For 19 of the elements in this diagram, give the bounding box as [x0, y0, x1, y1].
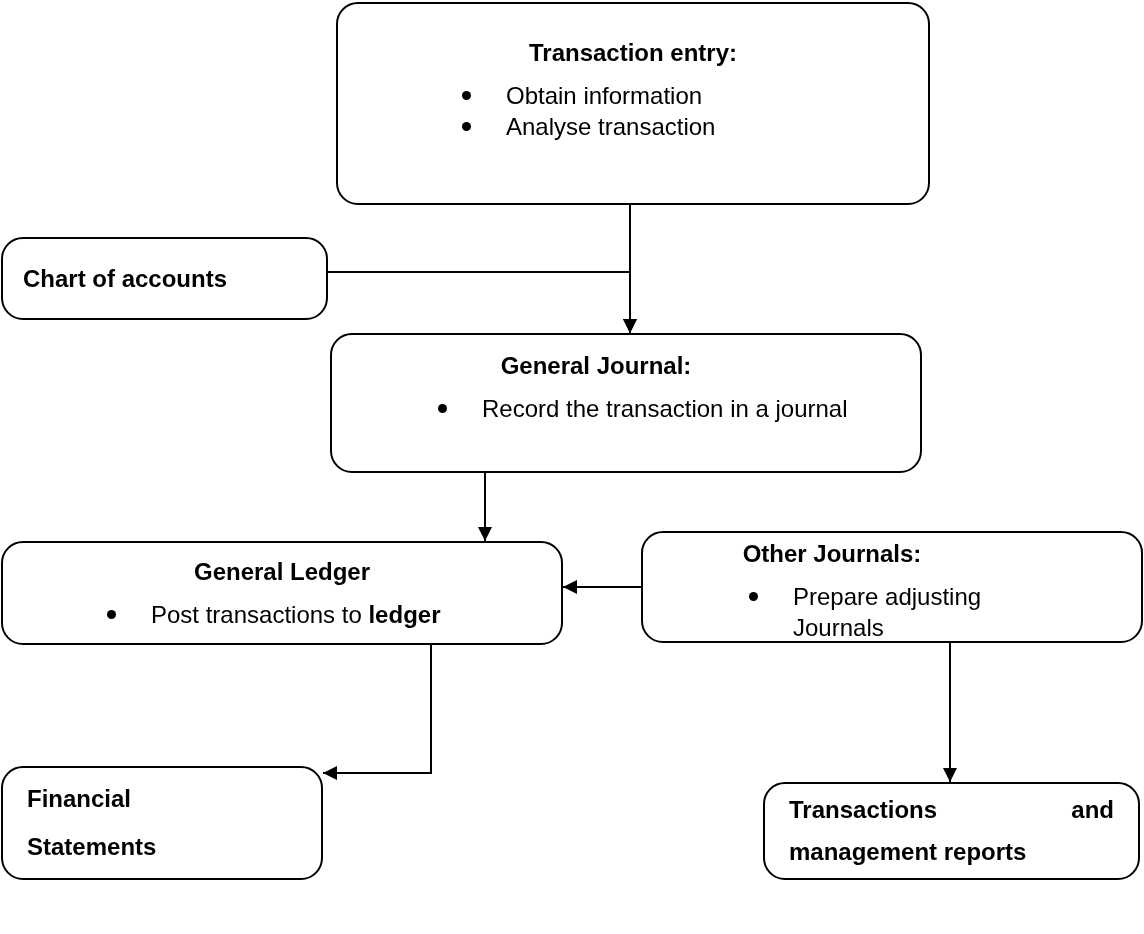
arrow — [943, 642, 957, 783]
process-box — [641, 531, 1143, 643]
box-label: Financial Statements — [27, 784, 158, 862]
box-label: Chart of accounts — [23, 263, 229, 294]
process-box — [336, 2, 930, 205]
process-box — [1, 237, 328, 320]
box-heading: Transaction entry: — [528, 38, 738, 68]
box-heading: General Journal: — [500, 351, 692, 381]
process-box — [1, 541, 563, 645]
arrow — [562, 580, 642, 594]
arrow — [478, 472, 492, 542]
process-box — [330, 333, 922, 473]
arrow — [322, 644, 432, 780]
arrow — [327, 271, 637, 334]
box-label: Transactions and management reports — [789, 795, 1114, 867]
box-heading: General Ledger — [193, 557, 371, 587]
box-heading: Other Journals: — [742, 539, 922, 569]
process-box — [1, 766, 323, 880]
process-box — [763, 782, 1140, 880]
